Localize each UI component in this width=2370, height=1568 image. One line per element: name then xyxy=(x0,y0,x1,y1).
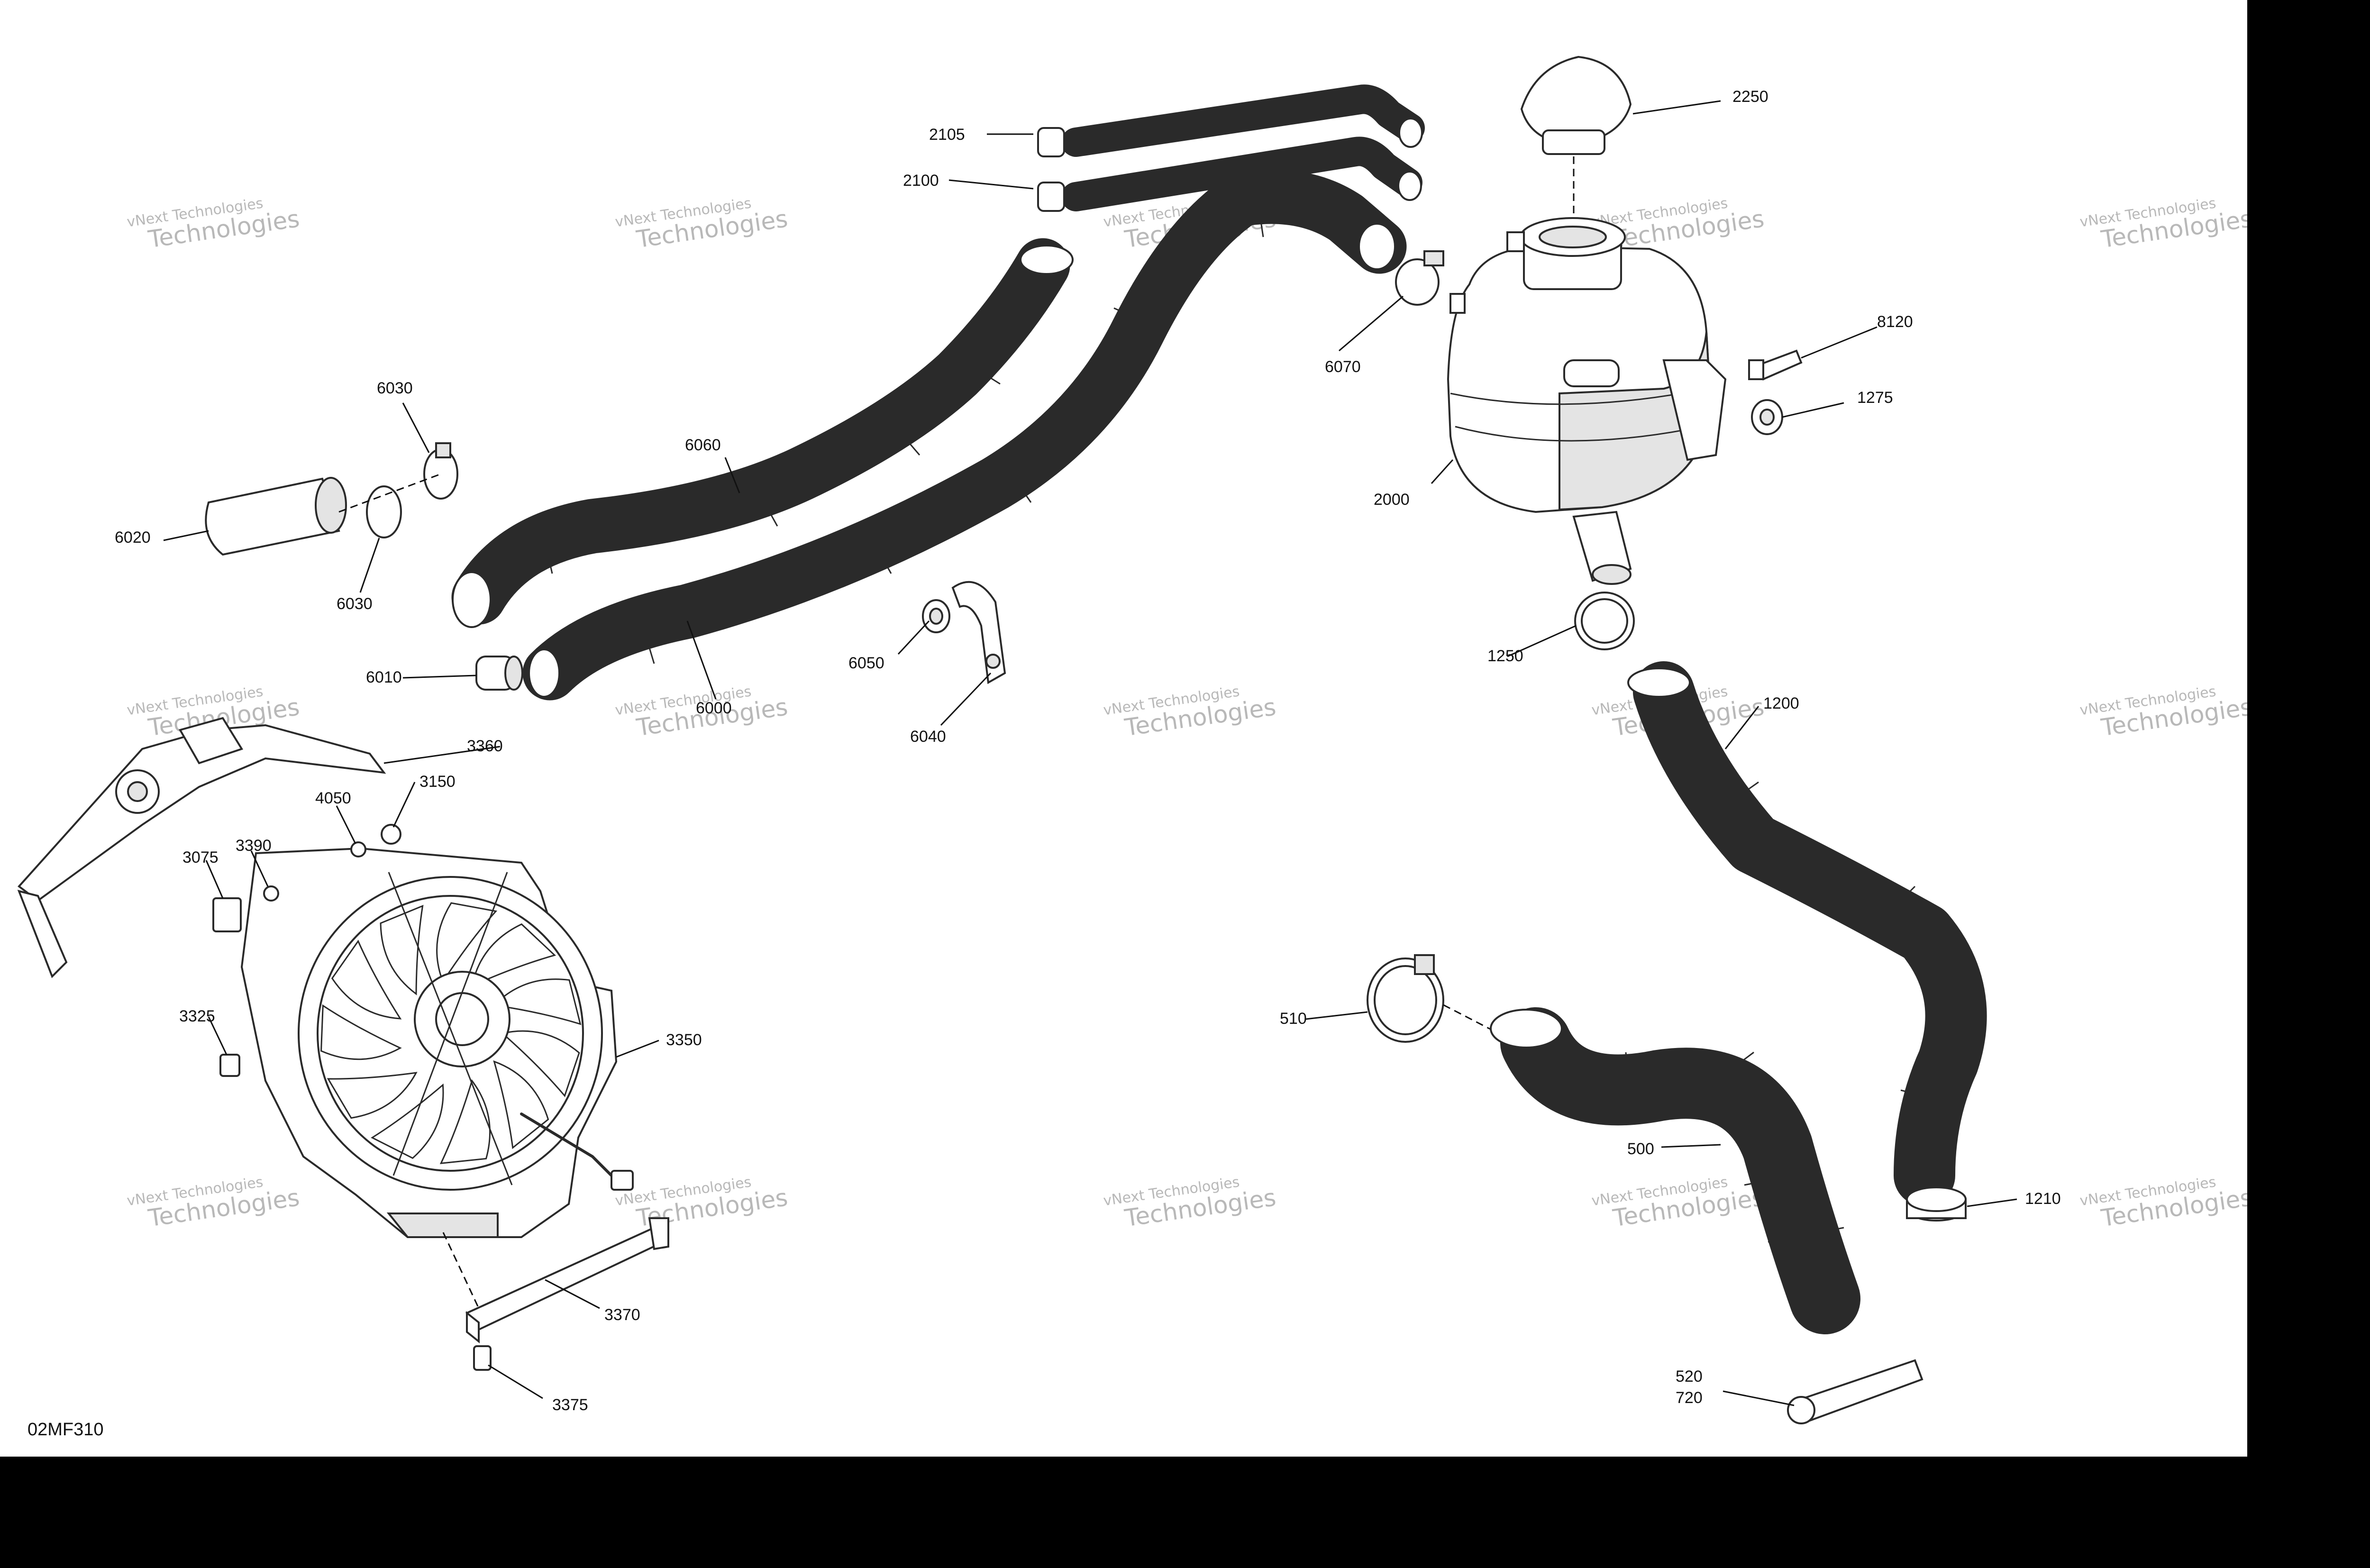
callout-1200: 1200 xyxy=(1763,694,1799,712)
hose-1200 xyxy=(1627,661,1987,1206)
hose-2105 xyxy=(1037,84,1425,157)
clamp-6030-lower xyxy=(366,485,402,538)
bracket-3360 xyxy=(17,717,386,978)
washer-4050 xyxy=(350,841,366,857)
hose-500 xyxy=(1490,1007,1860,1334)
clamp-520-720 xyxy=(1787,1359,1923,1424)
callout-3360: 3360 xyxy=(467,737,503,755)
clamp-1210 xyxy=(1906,1186,1967,1222)
callout-6040: 6040 xyxy=(910,728,946,746)
clamp-510 xyxy=(1367,954,1444,1043)
fan-blade xyxy=(371,1083,444,1159)
callout-720: 720 xyxy=(1676,1389,1703,1407)
nut-3150 xyxy=(381,824,401,845)
callout-1210: 1210 xyxy=(2025,1190,2061,1208)
callout-3350: 3350 xyxy=(666,1031,702,1049)
bracket-6040 xyxy=(951,581,1006,684)
hose-6060 xyxy=(451,238,1074,628)
callout-6070: 6070 xyxy=(1325,358,1361,376)
screw-3375 xyxy=(473,1345,492,1371)
fan-blade xyxy=(327,1072,418,1119)
callout-labels: 2105 2100 2250 8120 1275 2000 6070 6030 … xyxy=(115,88,2061,1414)
callout-6010: 6010 xyxy=(366,668,402,686)
pipe-6020 xyxy=(205,477,347,556)
coolant-reservoir-2000 xyxy=(1447,217,1727,513)
callout-3375: 3375 xyxy=(552,1396,588,1414)
fan-blade xyxy=(493,1060,549,1149)
callout-510: 510 xyxy=(1280,1010,1307,1028)
callout-3075: 3075 xyxy=(182,848,219,866)
callout-2000: 2000 xyxy=(1374,491,1410,509)
nut-1275 xyxy=(1751,399,1783,435)
clamp-1250 xyxy=(1574,592,1635,650)
bracket-3370 xyxy=(465,1217,669,1344)
callout-520: 520 xyxy=(1676,1367,1703,1386)
hose-2100 xyxy=(1037,137,1422,212)
callout-3390: 3390 xyxy=(236,837,272,855)
callout-1275: 1275 xyxy=(1857,389,1893,407)
callout-6000: 6000 xyxy=(696,699,732,717)
callout-1250: 1250 xyxy=(1487,647,1523,665)
fan-blade xyxy=(436,902,498,984)
callout-4050: 4050 xyxy=(315,789,351,807)
callout-6050: 6050 xyxy=(848,654,884,672)
screw-8120 xyxy=(1748,349,1803,381)
callout-500: 500 xyxy=(1627,1140,1654,1158)
leader-lines xyxy=(163,100,2017,1406)
fan-blade xyxy=(439,1079,491,1165)
callout-3150: 3150 xyxy=(419,773,456,791)
cooling-fan-3350 xyxy=(240,847,634,1238)
fan-blade xyxy=(492,978,582,1025)
fan-blade xyxy=(331,939,402,1020)
callout-6060: 6060 xyxy=(685,436,721,454)
callout-8120: 8120 xyxy=(1877,313,1913,331)
fan-blade xyxy=(380,904,424,995)
clip-3075 xyxy=(212,897,242,932)
clamp-6010 xyxy=(475,656,523,691)
callout-2105: 2105 xyxy=(929,126,965,144)
callout-6030-upper: 6030 xyxy=(377,379,413,397)
callout-2100: 2100 xyxy=(903,172,939,190)
clip-3325 xyxy=(219,1054,240,1077)
clamp-6030-upper xyxy=(423,442,458,500)
radiator-cap-2250 xyxy=(1520,55,1632,155)
hose-6000 xyxy=(522,169,1407,701)
screw-3390 xyxy=(263,885,279,902)
callout-3325: 3325 xyxy=(179,1007,215,1025)
drawing-code: 02MF310 xyxy=(27,1420,104,1440)
fan-blade xyxy=(501,1030,580,1097)
fan-blade xyxy=(320,1004,402,1060)
fan-blades xyxy=(320,902,582,1165)
clamp-6070 xyxy=(1395,250,1444,306)
callout-6030-lower: 6030 xyxy=(337,595,373,613)
callout-3370: 3370 xyxy=(604,1306,640,1324)
fan-blade xyxy=(471,923,556,987)
callout-2250: 2250 xyxy=(1732,88,1768,106)
grommet-6050 xyxy=(922,599,950,633)
outlet-nipple-2000 xyxy=(1572,511,1632,585)
callout-6020: 6020 xyxy=(115,529,151,547)
